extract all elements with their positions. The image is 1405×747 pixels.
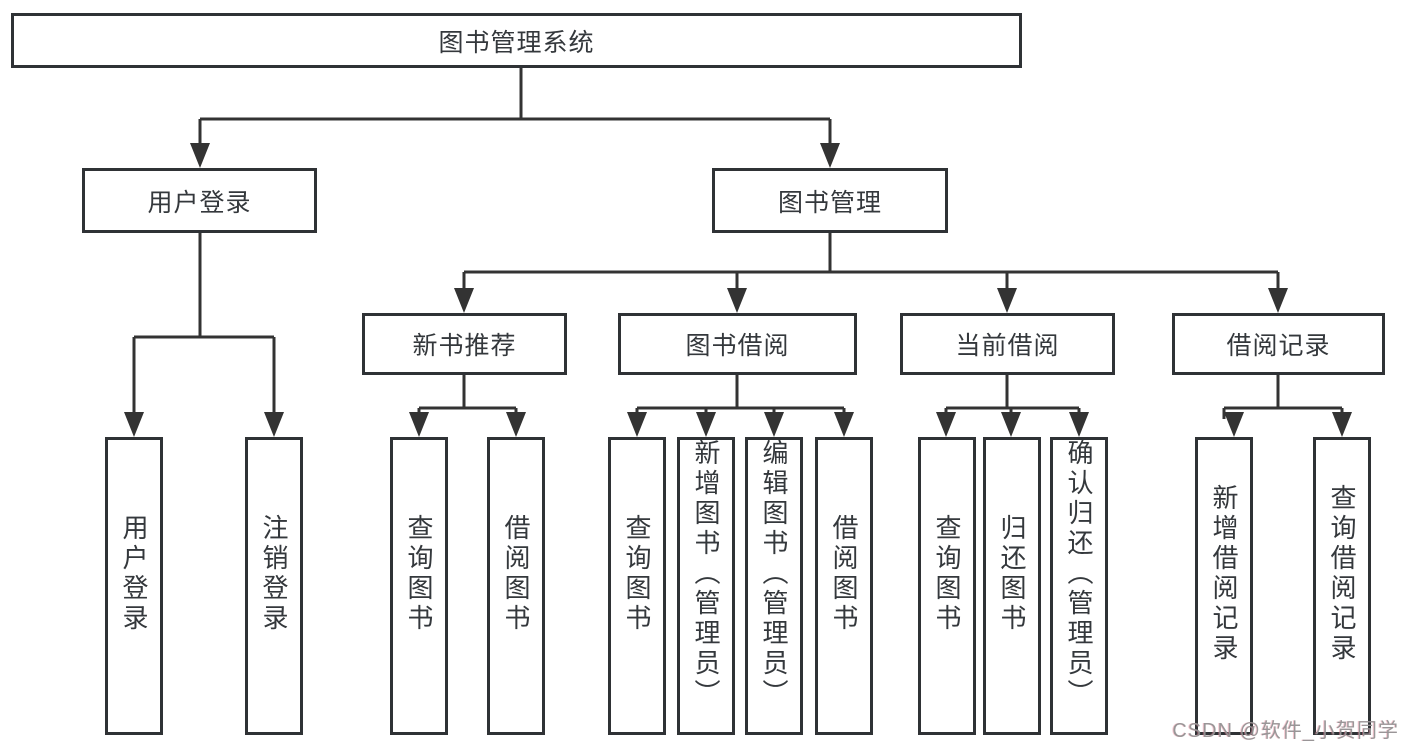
arrow-icon	[764, 412, 784, 437]
arrow-icon	[264, 412, 284, 437]
node-label: 用户登录	[119, 514, 149, 634]
node-leaf-query-books-recommend: 查询图书	[390, 437, 448, 735]
node-label: 借阅图书	[829, 514, 859, 634]
node-leaf-user-login: 用户登录	[105, 437, 163, 735]
node-leaf-logout: 注销登录	[245, 437, 303, 735]
arrow-icon	[409, 412, 429, 437]
node-new-book-recommendation: 新书推荐	[362, 313, 567, 375]
node-label: 查询图书	[404, 514, 434, 634]
node-leaf-confirm-return-admin: 确认归还（管理员）	[1050, 437, 1108, 735]
node-label: 新增借阅记录	[1209, 484, 1239, 664]
arrow-icon	[1069, 412, 1089, 437]
node-book-management: 图书管理	[712, 168, 948, 233]
node-label: 注销登录	[259, 514, 289, 634]
arrow-icon	[936, 412, 956, 437]
arrow-icon	[1001, 412, 1021, 437]
arrow-icon	[834, 412, 854, 437]
node-leaf-edit-books-admin: 编辑图书（管理员）	[745, 437, 803, 735]
node-leaf-add-borrow-record: 新增借阅记录	[1195, 437, 1253, 735]
node-book-borrowing: 图书借阅	[618, 313, 857, 375]
arrow-icon	[454, 288, 474, 313]
node-leaf-query-borrow-record: 查询借阅记录	[1313, 437, 1371, 735]
csdn-watermark: CSDN @软件_小贺同学	[1172, 720, 1399, 742]
arrow-icon	[124, 412, 144, 437]
node-label: 查询图书	[622, 514, 652, 634]
node-label: 归还图书	[997, 514, 1027, 634]
arrow-icon	[1268, 288, 1288, 313]
node-label: 图书借阅	[685, 332, 790, 360]
node-label: 确认归还（管理员）	[1064, 439, 1094, 709]
node-label: 图书管理系统	[438, 28, 595, 57]
arrow-icon	[190, 143, 210, 168]
arrow-icon	[727, 288, 747, 313]
arrow-icon	[627, 412, 647, 437]
node-leaf-query-books-borrowing: 查询图书	[608, 437, 666, 735]
node-library-management-system: 图书管理系统	[11, 13, 1022, 68]
node-label: 借阅图书	[501, 514, 531, 634]
node-label: 查询图书	[932, 514, 962, 634]
node-label: 用户登录	[147, 188, 252, 217]
node-leaf-return-books: 归还图书	[983, 437, 1041, 735]
arrow-icon	[1224, 412, 1244, 437]
arrow-icon	[1332, 412, 1352, 437]
node-label: 查询借阅记录	[1327, 484, 1357, 664]
node-label: 借阅记录	[1226, 332, 1331, 360]
node-label: 新增图书（管理员）	[691, 439, 721, 709]
node-leaf-borrow-books-borrowing: 借阅图书	[815, 437, 873, 735]
arrow-icon	[820, 143, 840, 168]
arrow-icon	[506, 412, 526, 437]
node-leaf-add-books-admin: 新增图书（管理员）	[677, 437, 735, 735]
arrow-icon	[997, 288, 1017, 313]
node-label: 图书管理	[777, 188, 882, 217]
node-user-login: 用户登录	[82, 168, 317, 233]
node-label: 当前借阅	[955, 332, 1060, 360]
node-label: 编辑图书（管理员）	[759, 439, 789, 709]
arrow-icon	[696, 412, 716, 437]
node-leaf-query-books-current: 查询图书	[918, 437, 976, 735]
node-borrowing-records: 借阅记录	[1172, 313, 1385, 375]
node-leaf-borrow-books-recommend: 借阅图书	[487, 437, 545, 735]
node-label: 新书推荐	[412, 332, 517, 360]
node-current-borrowing: 当前借阅	[900, 313, 1115, 375]
